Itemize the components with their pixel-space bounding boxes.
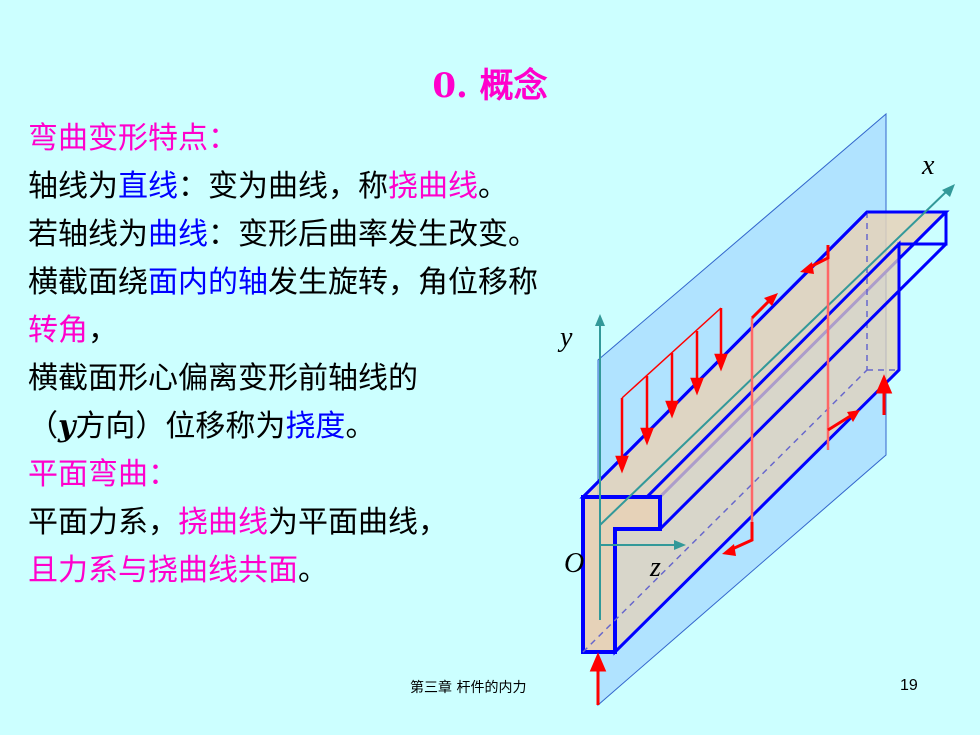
text-segment: 面内的轴 [148,265,268,300]
page-number: 19 [900,677,918,694]
text-segment: 曲线 [148,217,208,252]
hidden-edge [582,369,868,653]
text-segment: 横截面绕 [28,265,148,300]
beam-edge [658,242,948,531]
slide-title: 0. 概念 [432,66,548,106]
text-line: 平面弯曲： [28,451,708,499]
text-line: 转角， [28,307,708,355]
text-segment: 平面力系， [28,505,178,540]
text-segment: 弯曲变形特点： [28,121,238,156]
text-segment: 轴线为 [28,169,118,204]
label-x: x [922,150,935,181]
text-line: 且力系与挠曲线共面。 [28,547,708,595]
y-axis-arrow [595,314,605,326]
couple-arrows [729,245,853,552]
text-line: 弯曲变形特点： [28,115,708,163]
reaction-forces [589,374,893,705]
text-segment: 横截面形心偏离变形前轴线的 [28,361,418,396]
text-segment: 转角 [28,313,88,348]
couple-arrowheads [722,262,860,556]
text-line: 横截面绕面内的轴发生旋转，角位移称 [28,259,708,307]
label-origin: O [564,548,585,579]
text-segment: ， [88,313,118,348]
z-axis-arrow [674,540,686,550]
text-segment: y [58,409,76,444]
distributed-load [615,307,728,474]
text-segment: 平面弯曲： [28,457,178,492]
text-segment: 直线 [118,169,178,204]
text-segment: 挠度 [285,409,346,444]
text-line: （y方向）位移称为挠度。 [28,403,708,451]
text-segment: 。 [345,409,376,444]
text-segment: （ [28,409,58,444]
text-segment: ：变形后曲率发生改变。 [208,217,538,252]
text-line: 轴线为直线：变为曲线，称挠曲线。 [28,163,708,211]
label-z: z [650,552,661,583]
x-axis-arrow [942,184,955,197]
text-segment: 挠曲线 [388,169,478,204]
text-segment: 且力系与挠曲线共面 [28,553,298,588]
text-segment: 挠曲线 [178,505,268,540]
text-segment: 若轴线为 [28,217,148,252]
label-y: y [560,322,573,353]
footer-chapter: 第三章 杆件的内力 [410,680,527,696]
body-text: 弯曲变形特点：轴线为直线：变为曲线，称挠曲线。若轴线为曲线：变形后曲率发生改变。… [28,115,708,595]
text-segment: ：变为曲线，称 [178,169,388,204]
text-line: 平面力系，挠曲线为平面曲线， [28,499,708,547]
text-segment: 。 [298,553,328,588]
text-segment: 。 [478,169,508,204]
text-line: 若轴线为曲线：变形后曲率发生改变。 [28,211,708,259]
text-segment: 发生旋转，角位移称 [268,265,538,300]
text-segment: 方向）位移称为 [75,409,286,444]
text-line: 横截面形心偏离变形前轴线的 [28,355,708,403]
text-segment: 为平面曲线， [268,505,448,540]
x-axis-line [599,189,949,526]
